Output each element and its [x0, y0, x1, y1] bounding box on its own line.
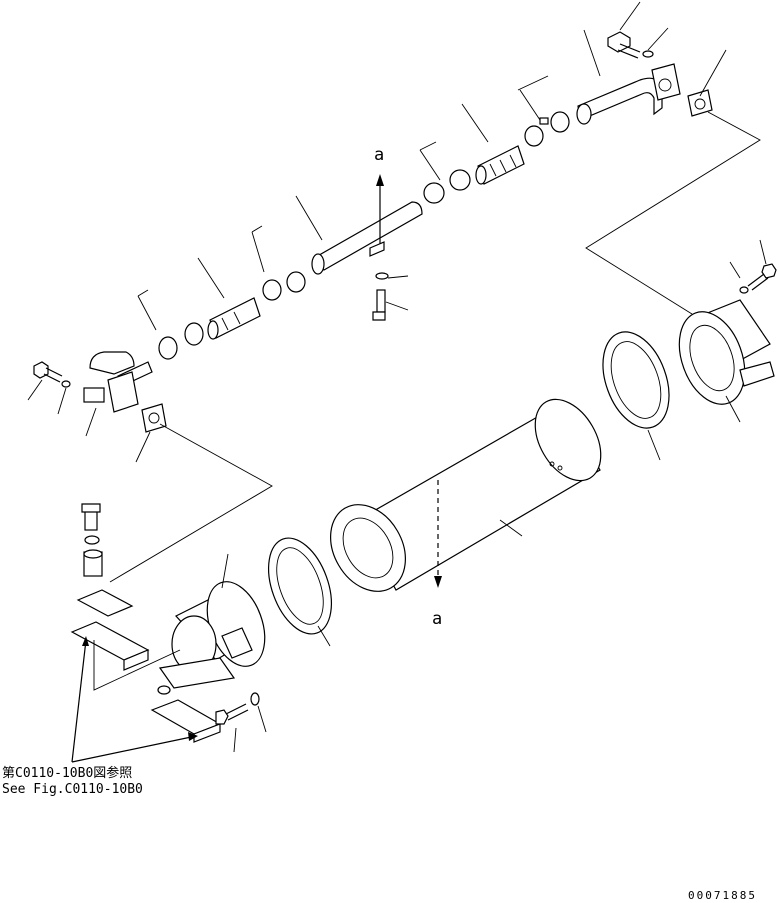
bolt-bracket	[81, 503, 101, 531]
flex-sleeve-lower	[207, 297, 261, 340]
washer-plate	[157, 685, 171, 695]
clamp-pair-middle	[423, 169, 471, 204]
silencer-body	[330, 398, 602, 592]
washer-lower	[250, 692, 260, 706]
outlet-cap-left	[158, 581, 266, 689]
elbow-pipe-lower	[83, 351, 153, 413]
clamp-pair-left-upper	[262, 271, 306, 301]
straight-pipe	[311, 201, 423, 275]
section-a-arrow-upper	[376, 174, 384, 244]
section-a-arrow-lower	[434, 480, 442, 588]
section-label-a-lower: a	[432, 609, 443, 629]
spacer-bracket	[83, 549, 103, 577]
leader-lines	[27, 1, 767, 753]
clamp-pair-left-lower	[158, 322, 204, 360]
bracket-mount	[70, 621, 150, 671]
bolt-pipe-support	[372, 289, 386, 321]
bracket-plate-lower	[150, 699, 222, 743]
washer-lower-left	[61, 380, 71, 388]
reference-arrows	[71, 636, 198, 763]
bolt-lower-left	[33, 361, 63, 383]
bracket-plate-upper	[76, 589, 134, 617]
washer-upper-right	[642, 50, 654, 58]
reference-note-japanese: 第C0110-10B0図参照	[2, 766, 133, 781]
flange-gasket-right	[602, 331, 670, 429]
reference-note-english: See Fig.C0110-10B0	[2, 782, 143, 797]
flex-sleeve-upper	[475, 145, 525, 185]
drawing-number: 00071885	[688, 889, 757, 902]
bolt-upper-right	[607, 31, 641, 59]
section-label-a-upper: a	[374, 145, 385, 165]
washer-bracket	[84, 535, 100, 545]
connection-lines	[93, 111, 761, 691]
gasket-lower-left	[141, 403, 167, 433]
clamp-pair-upper	[524, 111, 570, 147]
flange-gasket-left	[268, 537, 332, 635]
elbow-pipe	[576, 63, 681, 125]
bolt-lower	[215, 703, 249, 725]
washer-pipe-support	[375, 272, 389, 280]
bolt-right	[747, 263, 777, 291]
washer-right	[739, 286, 749, 294]
inlet-cap-right	[678, 299, 775, 405]
gasket-upper-right	[687, 89, 713, 117]
